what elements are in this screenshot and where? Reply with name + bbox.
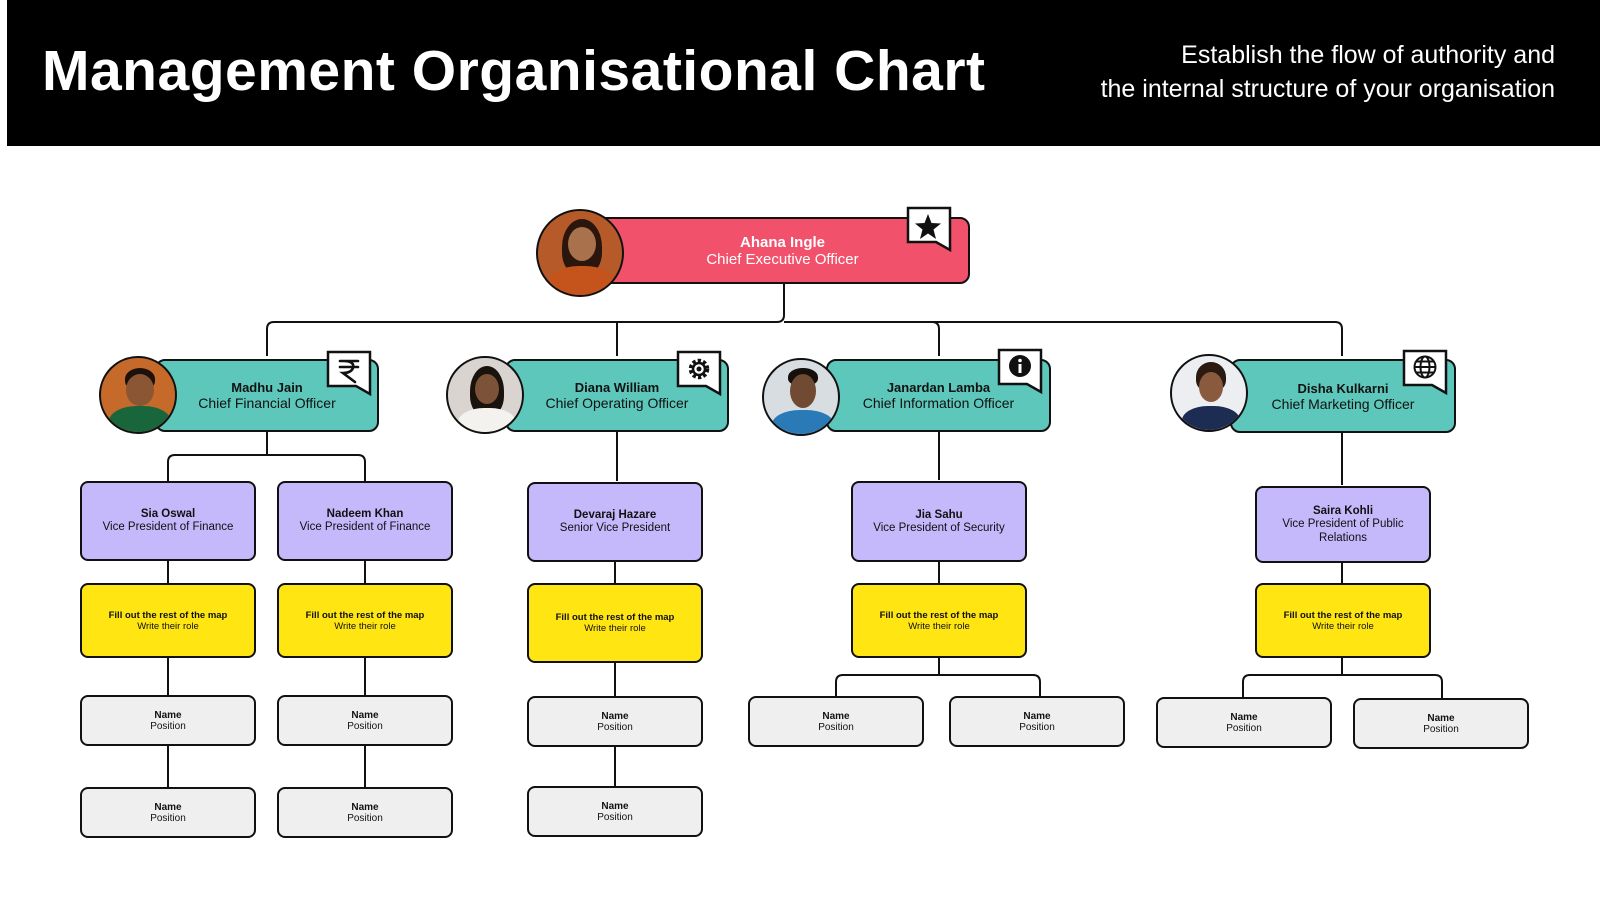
vp-box: Jia Sahu Vice President of Security (851, 481, 1027, 562)
slot-position: Position (597, 721, 633, 733)
name-position-box: Name Position (277, 695, 453, 746)
fill-subtitle: Write their role (334, 620, 396, 632)
vp-role: Vice President of Finance (299, 521, 431, 533)
name-position-box: Name Position (1353, 698, 1529, 749)
connector-cfo-to-vps (167, 430, 366, 481)
fill-placeholder-box: Fill out the rest of the map Write their… (527, 583, 703, 663)
slot-position: Position (1226, 722, 1262, 734)
chief-role: Chief Financial Officer (198, 395, 336, 411)
slot-position: Position (818, 721, 854, 733)
slot-name: Name (1427, 712, 1455, 724)
vp-name: Saira Kohli (1312, 504, 1374, 517)
fill-title: Fill out the rest of the map (305, 609, 425, 621)
fill-title: Fill out the rest of the map (108, 609, 228, 621)
slot-position: Position (1019, 721, 1055, 733)
slot-name: Name (1023, 710, 1051, 722)
name-position-box: Name Position (80, 787, 256, 838)
slot-name: Name (601, 710, 629, 722)
slot-position: Position (347, 720, 383, 732)
star-icon (906, 206, 952, 254)
slot-name: Name (601, 800, 629, 812)
slot-name: Name (822, 710, 850, 722)
vp-name: Jia Sahu (915, 508, 963, 521)
cmo-avatar (1170, 354, 1248, 432)
name-position-box: Name Position (80, 695, 256, 746)
vp-role: Vice President of Security (873, 521, 1005, 534)
ceo-avatar (536, 209, 624, 297)
chief-role: Chief Information Officer (862, 395, 1015, 411)
vp-role: Vice President of Public Relations (1282, 517, 1404, 544)
slot-position: Position (347, 812, 383, 824)
fill-placeholder-box: Fill out the rest of the map Write their… (1255, 583, 1431, 658)
chief-name: Madhu Jain (231, 380, 303, 395)
fill-title: Fill out the rest of the map (1283, 609, 1403, 621)
slot-name: Name (1230, 711, 1258, 723)
cfo-avatar (99, 356, 177, 434)
vp-name: Sia Oswal (140, 508, 196, 520)
slot-name: Name (351, 801, 379, 813)
info-icon (997, 348, 1043, 396)
fill-placeholder-box: Fill out the rest of the map Write their… (277, 583, 453, 658)
vp-name: Devaraj Hazare (573, 509, 657, 521)
subtitle-line-2: the internal structure of your organisat… (1100, 75, 1555, 103)
chief-role: Chief Marketing Officer (1271, 395, 1415, 412)
subtitle-line-1: Establish the flow of authority and (1181, 41, 1555, 69)
fill-placeholder-box: Fill out the rest of the map Write their… (851, 583, 1027, 658)
slot-name: Name (154, 801, 182, 813)
vp-box: Saira Kohli Vice President of Public Rel… (1255, 486, 1431, 563)
slot-position: Position (597, 811, 633, 823)
chief-name: Janardan Lamba (886, 380, 991, 395)
fill-title: Fill out the rest of the map (555, 612, 675, 623)
connector-ceo-to-chiefs (266, 282, 1343, 356)
fill-subtitle: Write their role (584, 623, 646, 634)
slot-position: Position (150, 812, 186, 824)
fill-subtitle: Write their role (137, 620, 199, 632)
connector-col5 (1242, 562, 1443, 698)
slot-name: Name (351, 709, 379, 721)
coo-avatar (446, 356, 524, 434)
vp-name: Nadeem Khan (326, 508, 404, 520)
vp-box: Sia Oswal Vice President of Finance (80, 481, 256, 561)
name-position-box: Name Position (949, 696, 1125, 747)
vp-box: Devaraj Hazare Senior Vice President (527, 482, 703, 562)
header-banner: Management Organisational Chart Establis… (7, 0, 1600, 146)
chief-name: Disha Kulkarni (1297, 380, 1389, 396)
name-position-box: Name Position (748, 696, 924, 747)
page-title: Management Organisational Chart (42, 39, 986, 103)
page-subtitle: Establish the flow of authority and the … (1101, 38, 1555, 106)
rupee-icon (326, 350, 372, 398)
vp-role: Senior Vice President (559, 522, 671, 534)
name-position-box: Name Position (1156, 697, 1332, 748)
name-position-box: Name Position (527, 696, 703, 747)
slot-name: Name (154, 709, 182, 721)
globe-icon (1402, 349, 1448, 397)
fill-title: Fill out the rest of the map (879, 609, 999, 621)
connector-col4 (835, 561, 1041, 696)
slot-position: Position (150, 720, 186, 732)
vp-box: Nadeem Khan Vice President of Finance (277, 481, 453, 561)
gear-icon (676, 350, 722, 398)
cio-avatar (762, 358, 840, 436)
ceo-role: Chief Executive Officer (706, 250, 859, 268)
fill-subtitle: Write their role (908, 620, 970, 632)
ceo-name: Ahana Ingle (739, 233, 825, 251)
vp-role: Vice President of Finance (102, 521, 234, 533)
name-position-box: Name Position (277, 787, 453, 838)
chief-role: Chief Operating Officer (545, 395, 689, 411)
name-position-box: Name Position (527, 786, 703, 837)
fill-placeholder-box: Fill out the rest of the map Write their… (80, 583, 256, 658)
chief-name: Diana William (574, 380, 660, 395)
slot-position: Position (1423, 723, 1459, 735)
fill-subtitle: Write their role (1312, 620, 1374, 632)
